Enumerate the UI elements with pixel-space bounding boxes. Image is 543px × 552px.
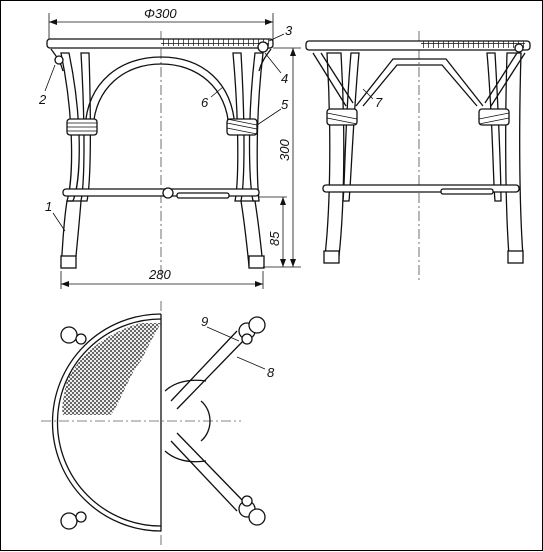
stretcher-joint <box>162 187 174 199</box>
diameter-label: Φ300 <box>144 6 177 21</box>
brace-arm-ne <box>170 330 246 410</box>
binding-left <box>66 118 98 136</box>
side-leg-right <box>505 52 524 257</box>
brace-upper-inner <box>362 64 478 107</box>
front-view: Φ300 <box>38 6 301 289</box>
foot-right <box>248 255 265 269</box>
table-top-weave <box>161 39 269 46</box>
callout-2: 2 <box>38 92 47 107</box>
callout-6: 6 <box>201 95 209 110</box>
plan-view: 9 8 <box>41 301 275 546</box>
callout-7: 7 <box>375 95 383 110</box>
side-leg-right-inner <box>486 52 502 202</box>
brace-right-outer <box>484 52 526 107</box>
side-view: 7 <box>305 31 531 281</box>
plan-leg-top-right <box>238 316 266 345</box>
plan-leg-top-left <box>60 326 87 345</box>
leg-right-upper <box>248 52 264 202</box>
plan-top-outline <box>51 313 162 532</box>
leader-7 <box>362 88 374 100</box>
side-top-weave <box>421 41 525 48</box>
brace-upper <box>355 58 484 107</box>
side-foot-left <box>323 250 340 264</box>
curve-center <box>200 400 211 442</box>
plan-leg-bottom-right <box>238 495 266 526</box>
top-rim-ring <box>257 41 269 53</box>
callout-1: 1 <box>45 199 52 214</box>
curve-upper <box>164 379 207 392</box>
bracket-right <box>258 48 272 72</box>
leader-9 <box>206 326 240 342</box>
leader-2 <box>44 64 56 92</box>
side-rim-ring <box>514 43 524 53</box>
foot-left <box>60 255 77 269</box>
leader-1 <box>52 212 66 232</box>
plan-leg-bottom-left <box>60 511 87 530</box>
leader-8 <box>236 356 266 370</box>
leader-4 <box>264 52 282 74</box>
callout-3: 3 <box>285 23 293 38</box>
leg-height-label: 85 <box>267 231 282 246</box>
plan-top-inner <box>56 318 162 527</box>
leader-6 <box>210 86 224 98</box>
callout-8: 8 <box>267 365 275 380</box>
side-binding-right <box>478 108 510 126</box>
binding-right <box>226 118 258 136</box>
brace-arm-se <box>170 432 246 512</box>
side-binding-left <box>326 108 358 126</box>
callout-5: 5 <box>281 97 289 112</box>
stretcher-lower <box>176 192 230 199</box>
callout-4: 4 <box>281 71 288 86</box>
side-stretcher-lower <box>440 188 494 195</box>
side-foot-right <box>507 250 524 264</box>
callout-9: 9 <box>201 314 208 329</box>
leader-3 <box>268 33 285 42</box>
leg-arrows <box>280 197 286 267</box>
arch-outer <box>84 56 236 130</box>
leader-5 <box>256 108 282 126</box>
curve-lower <box>164 450 207 463</box>
height-label: 300 <box>277 139 292 161</box>
arch-inner <box>92 63 230 130</box>
width-label: 280 <box>148 267 171 282</box>
bracket-left-ring <box>54 55 64 65</box>
side-leg-left-inner <box>342 52 360 202</box>
plan-weave-area <box>62 323 161 415</box>
brace-left-outer <box>312 52 354 107</box>
